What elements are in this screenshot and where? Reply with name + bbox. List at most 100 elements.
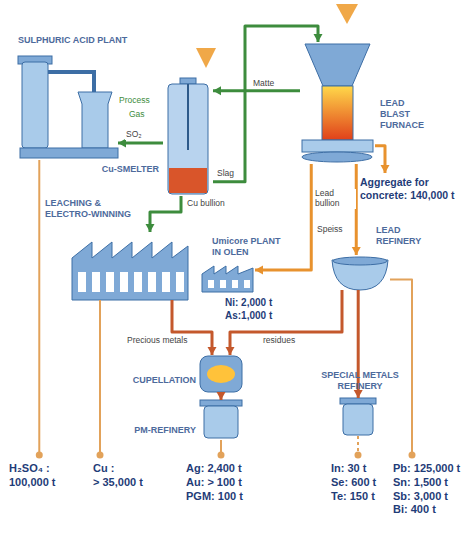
plant-label: Umicore PLANT IN OLEN (212, 236, 290, 258)
flow-line (255, 164, 311, 270)
pm-refinery-icon (200, 400, 242, 438)
output-node: Aggregate for concrete: 140,000 t (360, 176, 472, 202)
plant-node: SPECIAL METALS REFINERY (340, 398, 376, 436)
flow-line (213, 89, 300, 92)
output-amount: Sn: 1,500 t (393, 476, 460, 490)
leaching-icon (72, 242, 188, 300)
arrow-head (226, 347, 235, 355)
output-amount: In: 30 t (331, 462, 376, 476)
arrow-head (381, 165, 390, 173)
plant-node: PM-REFINERY (200, 400, 242, 440)
output-dot (36, 452, 43, 459)
arrow-head (352, 247, 361, 255)
smelter-cap (180, 78, 196, 84)
output-dot (218, 452, 225, 459)
plant-label: LEAD REFINERY (376, 225, 428, 247)
window (148, 272, 156, 292)
output-node: Ag: 2,400 tAu: > 100 tPGM: 100 t (185, 462, 244, 503)
furnace-icon (302, 44, 373, 162)
plant-label: PM-REFINERY (128, 425, 196, 436)
flow-line (213, 26, 318, 182)
furnace-hopper (305, 44, 370, 86)
output-amount: Pb: 125,000 t (393, 462, 460, 476)
flow-label: residues (262, 336, 296, 346)
flow-label: Cu bullion (186, 199, 226, 209)
output-amount: Aggregate for concrete: 140,000 t (360, 176, 472, 202)
cupellation-icon (200, 356, 242, 392)
input-wedge (336, 4, 358, 24)
flow-label: Speiss (316, 225, 344, 235)
arrow-head (208, 347, 217, 355)
furnace-tuyere (302, 152, 372, 162)
flow-line (150, 196, 181, 232)
acid-base (20, 148, 118, 158)
flow-line (390, 280, 412, 456)
output-node: Pb: 125,000 tSn: 1,500 tSb: 3,000 tBi: 4… (392, 462, 461, 517)
plant-label: LEAD BLAST FURNACE (380, 98, 430, 130)
stream-label: Gas (128, 110, 146, 120)
window (176, 272, 184, 292)
output-amount: Se: 600 t (331, 476, 376, 490)
flow-line (355, 164, 358, 255)
window (134, 272, 142, 292)
plant-node: LEACHING & ELECTRO-WINNING (70, 232, 190, 300)
smelter-vessel (168, 84, 208, 194)
arrow-head (354, 390, 363, 398)
plant-label: CUPELLATION (120, 375, 196, 386)
arrow-head (217, 392, 226, 400)
window (92, 272, 100, 292)
olen-plant-icon (202, 266, 253, 292)
plant-node: SULPHURIC ACID PLANT (22, 55, 118, 160)
flow-label: Lead bullion (314, 189, 356, 209)
plant-label: Cu-SMELTER (101, 164, 159, 175)
smelter-melt (169, 168, 207, 193)
arrow-head (213, 86, 221, 95)
flow-line (99, 300, 101, 455)
output-amount: As:1,000 t (225, 310, 295, 322)
output-amount: > 35,000 t (93, 476, 143, 490)
output-amount: Ag: 2,400 t (186, 462, 243, 476)
acid-tower (78, 92, 112, 148)
olen-building (202, 266, 253, 292)
acid-column (22, 62, 48, 148)
stream-label: Process (118, 96, 151, 106)
tank-lid (200, 400, 242, 406)
output-amount: Ni: 2,000 t (225, 297, 295, 309)
output-amount: Cu : (93, 462, 143, 476)
flow-label: Slag (216, 169, 235, 179)
flow-label: SO₂ (125, 130, 143, 140)
plant-node: Cu-SMELTER (163, 78, 213, 196)
output-dot (409, 452, 416, 459)
furnace-shaft (322, 86, 353, 140)
tank-lid (340, 398, 376, 404)
arrow-head (314, 34, 323, 42)
output-amount: 100,000 t (9, 476, 55, 490)
plant-label: SPECIAL METALS REFINERY (320, 370, 400, 392)
arrow-head (255, 266, 263, 275)
plant-label: SULPHURIC ACID PLANT (18, 35, 130, 46)
output-dot (355, 452, 362, 459)
output-amount: Bi: 400 t (393, 503, 460, 517)
window (120, 272, 128, 292)
cupel-furnace (200, 356, 242, 392)
output-amount: Te: 150 t (331, 490, 376, 504)
flow-label: Precious metals (126, 336, 188, 346)
window (162, 272, 170, 292)
window (244, 280, 250, 288)
acid-pipe (48, 72, 94, 92)
leaching-building (72, 242, 188, 300)
output-amount: Au: > 100 t (186, 476, 243, 490)
kettle-rim (333, 257, 387, 265)
plant-label: LEACHING & ELECTRO-WINNING (45, 198, 141, 220)
smelter-lance (187, 84, 189, 150)
window (106, 272, 114, 292)
pm-tank (204, 406, 238, 438)
cupel-melt (207, 365, 235, 383)
plant-node: CUPELLATION (200, 355, 242, 393)
output-amount: H₂SO₄ : (9, 462, 55, 476)
window (208, 280, 214, 288)
plant-node: Umicore PLANT IN OLENNi: 2,000 tAs:1,000… (200, 264, 255, 292)
output-dot (97, 452, 104, 459)
plant-node: LEAD REFINERY (330, 255, 390, 290)
